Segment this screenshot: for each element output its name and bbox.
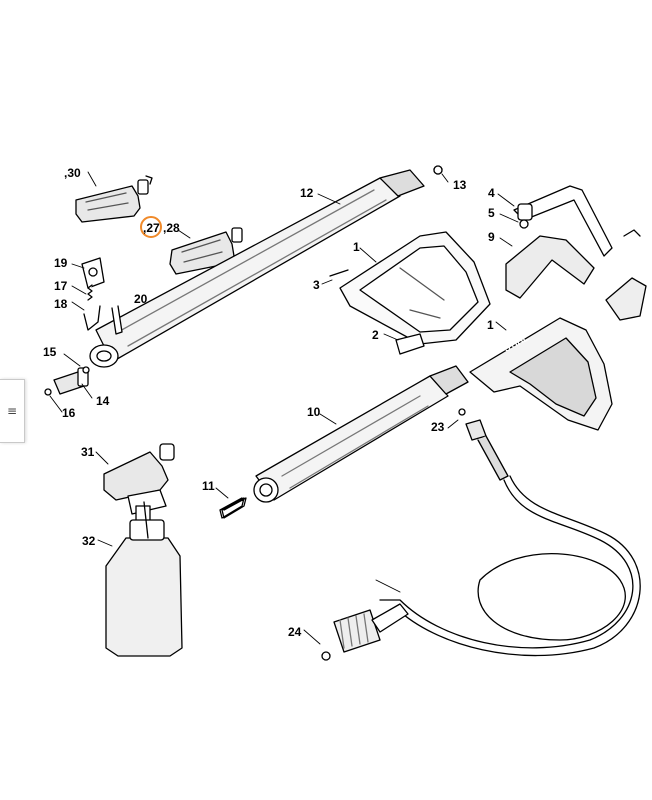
- label-19[interactable]: 19: [54, 256, 68, 270]
- spring-11: [219, 497, 247, 519]
- pin-20: [111, 305, 123, 335]
- oring-13: [433, 165, 443, 175]
- hose-nut-24: [321, 603, 409, 661]
- oring-16: [44, 388, 52, 396]
- label-27[interactable]: ,27: [143, 221, 160, 235]
- label-11[interactable]: 11: [202, 479, 215, 493]
- connector-23: [458, 408, 509, 481]
- label-12[interactable]: 12: [300, 186, 314, 200]
- label-30[interactable]: ,30: [64, 166, 81, 180]
- bottle-32: [105, 501, 183, 657]
- label-23[interactable]: 23: [431, 420, 445, 434]
- foam-nozzle-31: [103, 443, 175, 527]
- gun-housing-left-1: [339, 231, 491, 345]
- label-1-left[interactable]: 1: [353, 240, 360, 254]
- spring-17: [87, 284, 93, 301]
- hose: [379, 475, 641, 657]
- label-1-right[interactable]: 1: [487, 318, 494, 332]
- label-9[interactable]: 9: [488, 230, 495, 244]
- label-15[interactable]: 15: [43, 345, 57, 359]
- oring-15: [82, 366, 90, 374]
- trigger-2: [395, 333, 425, 355]
- label-10[interactable]: 10: [307, 405, 321, 419]
- adapter-14: [53, 367, 89, 395]
- valve-8: [605, 229, 647, 321]
- label-32[interactable]: 32: [82, 534, 96, 548]
- lance-10: [253, 365, 469, 503]
- cover-9: [505, 235, 595, 299]
- label-31[interactable]: 31: [81, 445, 95, 459]
- clip-18: [83, 305, 101, 331]
- label-17[interactable]: 17: [54, 279, 68, 293]
- label-20[interactable]: 20: [134, 292, 148, 306]
- clip-19: [81, 257, 105, 289]
- label-13[interactable]: 13: [453, 178, 467, 192]
- leader-lines: [49, 171, 519, 645]
- label-18[interactable]: 18: [54, 297, 68, 311]
- label-3[interactable]: 3: [313, 278, 320, 292]
- selected-part-highlight: [140, 216, 162, 238]
- label-28[interactable]: ,28: [163, 221, 180, 235]
- label-16[interactable]: 16: [62, 406, 76, 420]
- oring-5: [519, 219, 529, 229]
- side-panel-toggle[interactable]: ≡: [0, 379, 25, 443]
- label-5[interactable]: 5: [488, 206, 495, 220]
- lance-12: [89, 165, 443, 368]
- label-24[interactable]: 24: [288, 625, 302, 639]
- nozzle-28: [169, 227, 243, 275]
- screw-3: [329, 269, 349, 277]
- nozzle-30: [75, 175, 153, 223]
- label-2[interactable]: 2: [372, 328, 379, 342]
- label-14[interactable]: 14: [96, 394, 110, 408]
- gun-housing-right-1: [469, 317, 613, 431]
- list-menu-icon: ≡: [6, 404, 18, 418]
- swivel-4: [513, 185, 613, 257]
- label-4[interactable]: 4: [488, 186, 495, 200]
